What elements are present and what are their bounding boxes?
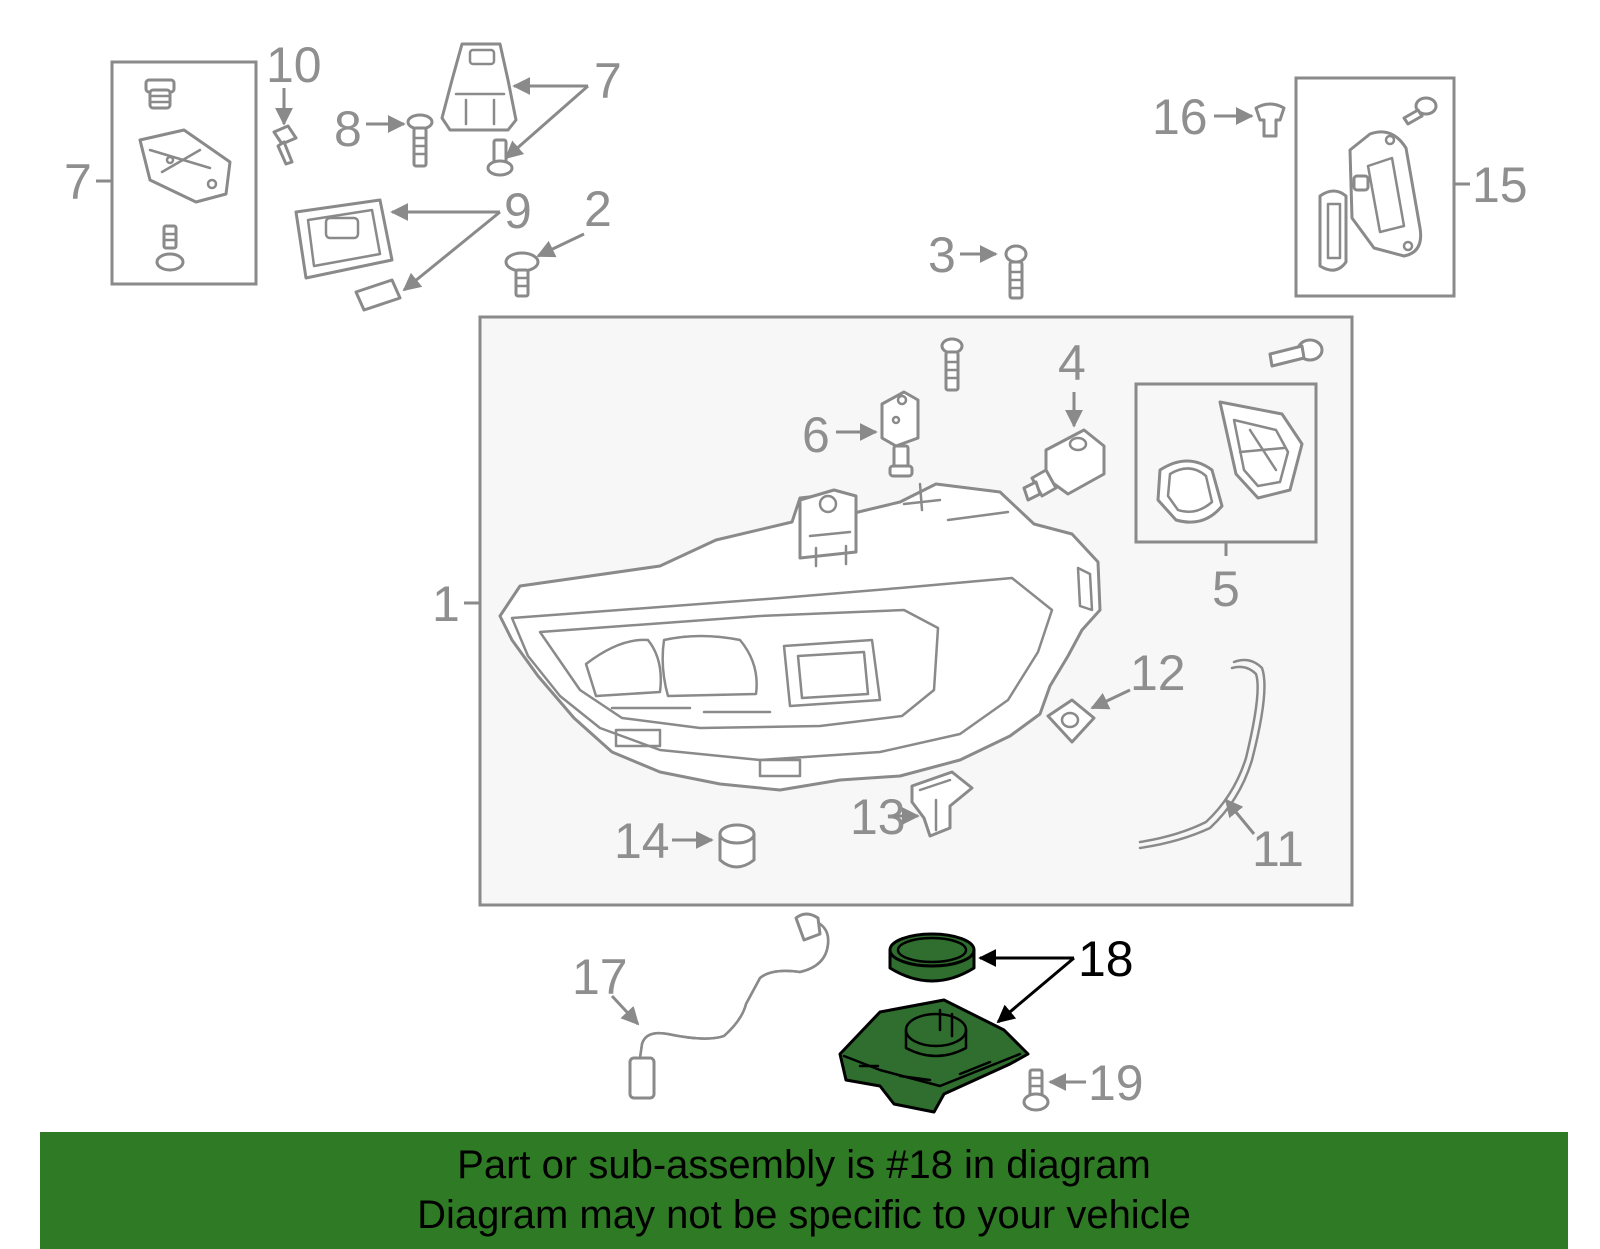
- part-label-2: 2: [584, 181, 612, 237]
- part-label-4: 4: [1058, 335, 1086, 391]
- part-label-10: 10: [266, 37, 322, 93]
- leader-12: [1090, 688, 1131, 710]
- leader-17: [610, 994, 640, 1026]
- part-18-control-unit: [838, 998, 1030, 1114]
- leader-2: [536, 232, 585, 258]
- part-8-screw: [406, 113, 434, 168]
- part-18-ring: [888, 932, 976, 983]
- part-7-bracket-box: [110, 60, 258, 286]
- part-label-16: 16: [1152, 89, 1208, 145]
- part-label-15: 15: [1472, 157, 1528, 213]
- part-9-module: [294, 198, 394, 280]
- part-5-screw: [1268, 338, 1324, 368]
- part-14-grommet: [718, 823, 756, 869]
- part-label-17: 17: [572, 949, 628, 1005]
- leader-7-top-b: [504, 84, 589, 160]
- leader-18-b: [996, 956, 1075, 1024]
- part-label-1: 1: [432, 576, 460, 632]
- banner-line-1: Part or sub-assembly is #18 in diagram: [457, 1143, 1151, 1187]
- part-label-8: 8: [334, 101, 362, 157]
- part-label-18: 18: [1078, 931, 1134, 987]
- part-7-mount: [440, 42, 518, 132]
- part-9-gasket: [354, 278, 402, 312]
- part-6-adjuster: [880, 337, 964, 478]
- part-15-box: [1294, 76, 1456, 298]
- part-16-plug: [1254, 102, 1286, 138]
- leader-11: [1224, 798, 1256, 835]
- part-4-motor: [1022, 428, 1106, 502]
- part-label-11: 11: [1252, 821, 1304, 877]
- part-label-5: 5: [1212, 561, 1240, 617]
- part-label-7-top: 7: [594, 53, 622, 109]
- part-1-headlamp: [498, 482, 1102, 792]
- part-19-screw: [1022, 1068, 1050, 1112]
- part-13-bracket: [910, 770, 974, 838]
- part-5-cover-box: [1134, 382, 1318, 544]
- part-10-bolt: [272, 124, 298, 166]
- part-label-12: 12: [1130, 645, 1186, 701]
- part-11-seal: [1138, 658, 1266, 850]
- part-12-clip: [1046, 698, 1096, 744]
- banner-line-2: Diagram may not be specific to your vehi…: [417, 1193, 1191, 1237]
- part-label-19: 19: [1088, 1055, 1144, 1111]
- notice-banner: Part or sub-assembly is #18 in diagram D…: [40, 1132, 1568, 1249]
- part-3-screw: [1004, 244, 1028, 300]
- part-label-3: 3: [928, 227, 956, 283]
- part-7-screw: [486, 138, 514, 177]
- part-2-screw: [504, 251, 540, 298]
- part-label-7-left: 7: [64, 154, 92, 210]
- part-17-cable: [628, 912, 830, 1100]
- part-label-9: 9: [504, 183, 532, 239]
- part-label-14: 14: [614, 813, 670, 869]
- part-label-6: 6: [802, 407, 830, 463]
- leader-9-b: [402, 210, 501, 292]
